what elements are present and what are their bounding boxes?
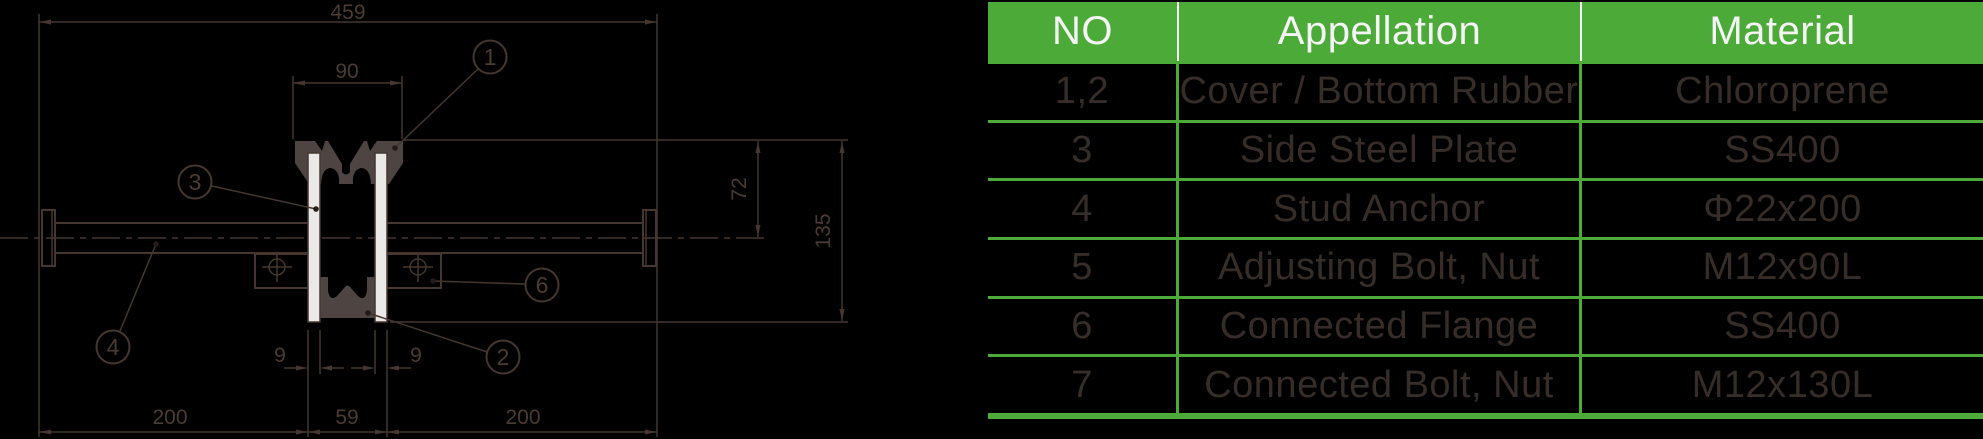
- table-header-row: NO Appellation Material: [988, 2, 1983, 61]
- row-material: M12x130L: [1691, 363, 1874, 406]
- table-row: 5 Adjusting Bolt, Nut M12x90L: [988, 236, 1983, 296]
- row-appellation: Cover / Bottom Rubber: [1179, 70, 1579, 113]
- leader-lines: [119, 68, 526, 353]
- dim-9-right-label: 9: [410, 344, 422, 367]
- dim-59-label: 59: [335, 406, 358, 429]
- row-no: 7: [1071, 363, 1093, 406]
- dimension-plate-left: 9: [274, 344, 344, 371]
- header-cell-appellation: Appellation: [1179, 2, 1582, 61]
- row-no: 5: [1071, 246, 1093, 289]
- dim-9-left-label: 9: [274, 344, 286, 367]
- header-cell-material: Material: [1582, 2, 1983, 61]
- dim-459-label: 459: [330, 1, 365, 24]
- parts-table: NO Appellation Material 1,2 Cover / Bott…: [988, 2, 1983, 419]
- dim-72-label: 72: [728, 177, 751, 200]
- row-appellation: Connected Flange: [1219, 304, 1539, 347]
- dimension-upper-height: 72: [728, 141, 761, 237]
- svg-text:6: 6: [536, 272, 549, 298]
- table-row: 1,2 Cover / Bottom Rubber Chloroprene: [988, 61, 1983, 120]
- header-no-label: NO: [1052, 9, 1114, 53]
- table-row: 3 Side Steel Plate SS400: [988, 119, 1983, 179]
- expansion-joint-section-drawing: 459 90 72 135 9: [0, 1, 848, 437]
- row-material: Chloroprene: [1675, 70, 1890, 113]
- dimension-bottom-chain: 200 59 200: [39, 406, 657, 435]
- row-appellation: Stud Anchor: [1272, 187, 1486, 230]
- dim-135-label: 135: [812, 213, 835, 248]
- header-material-label: Material: [1709, 9, 1856, 53]
- balloon-1: 1: [472, 39, 508, 75]
- header-appellation-label: Appellation: [1277, 9, 1482, 53]
- table-row: 6 Connected Flange SS400: [988, 295, 1983, 355]
- balloon-6: 6: [524, 267, 560, 303]
- row-no: 1,2: [1054, 70, 1110, 113]
- row-material: Φ22x200: [1703, 187, 1862, 230]
- row-no: 6: [1071, 304, 1093, 347]
- row-material: SS400: [1724, 128, 1841, 171]
- dim-200-right-label: 200: [505, 406, 540, 429]
- balloon-4: 4: [95, 329, 131, 365]
- table-row: 4 Stud Anchor Φ22x200: [988, 178, 1983, 237]
- row-no: 4: [1071, 187, 1093, 230]
- row-appellation: Connected Bolt, Nut: [1204, 363, 1554, 406]
- balloon-3: 3: [177, 164, 213, 200]
- table-bottom-bar: [988, 412, 1983, 419]
- bottom-rubber: [320, 277, 375, 318]
- table-row: 7 Connected Bolt, Nut M12x130L: [988, 354, 1983, 413]
- dimension-plate-right: 9: [351, 344, 422, 371]
- dimension-top-width: 90: [293, 60, 402, 86]
- dimension-total-width: 459: [39, 1, 657, 25]
- row-material: M12x90L: [1702, 246, 1863, 289]
- svg-text:1: 1: [484, 44, 497, 70]
- dimension-total-height: 135: [812, 141, 845, 321]
- extension-lines: [38, 14, 848, 437]
- balloon-2: 2: [485, 339, 521, 375]
- row-appellation: Adjusting Bolt, Nut: [1217, 246, 1541, 289]
- row-material: SS400: [1724, 304, 1841, 347]
- row-appellation: Side Steel Plate: [1239, 128, 1519, 171]
- svg-text:4: 4: [107, 334, 120, 360]
- header-cell-no: NO: [988, 2, 1180, 61]
- svg-text:3: 3: [189, 169, 202, 195]
- row-no: 3: [1071, 128, 1093, 171]
- side-steel-plates: [307, 152, 388, 323]
- dim-90-label: 90: [335, 60, 358, 83]
- connected-flange-left: [254, 252, 309, 289]
- svg-text:2: 2: [497, 344, 510, 370]
- dim-200-left-label: 200: [152, 406, 187, 429]
- stud-anchor-left: [41, 209, 308, 267]
